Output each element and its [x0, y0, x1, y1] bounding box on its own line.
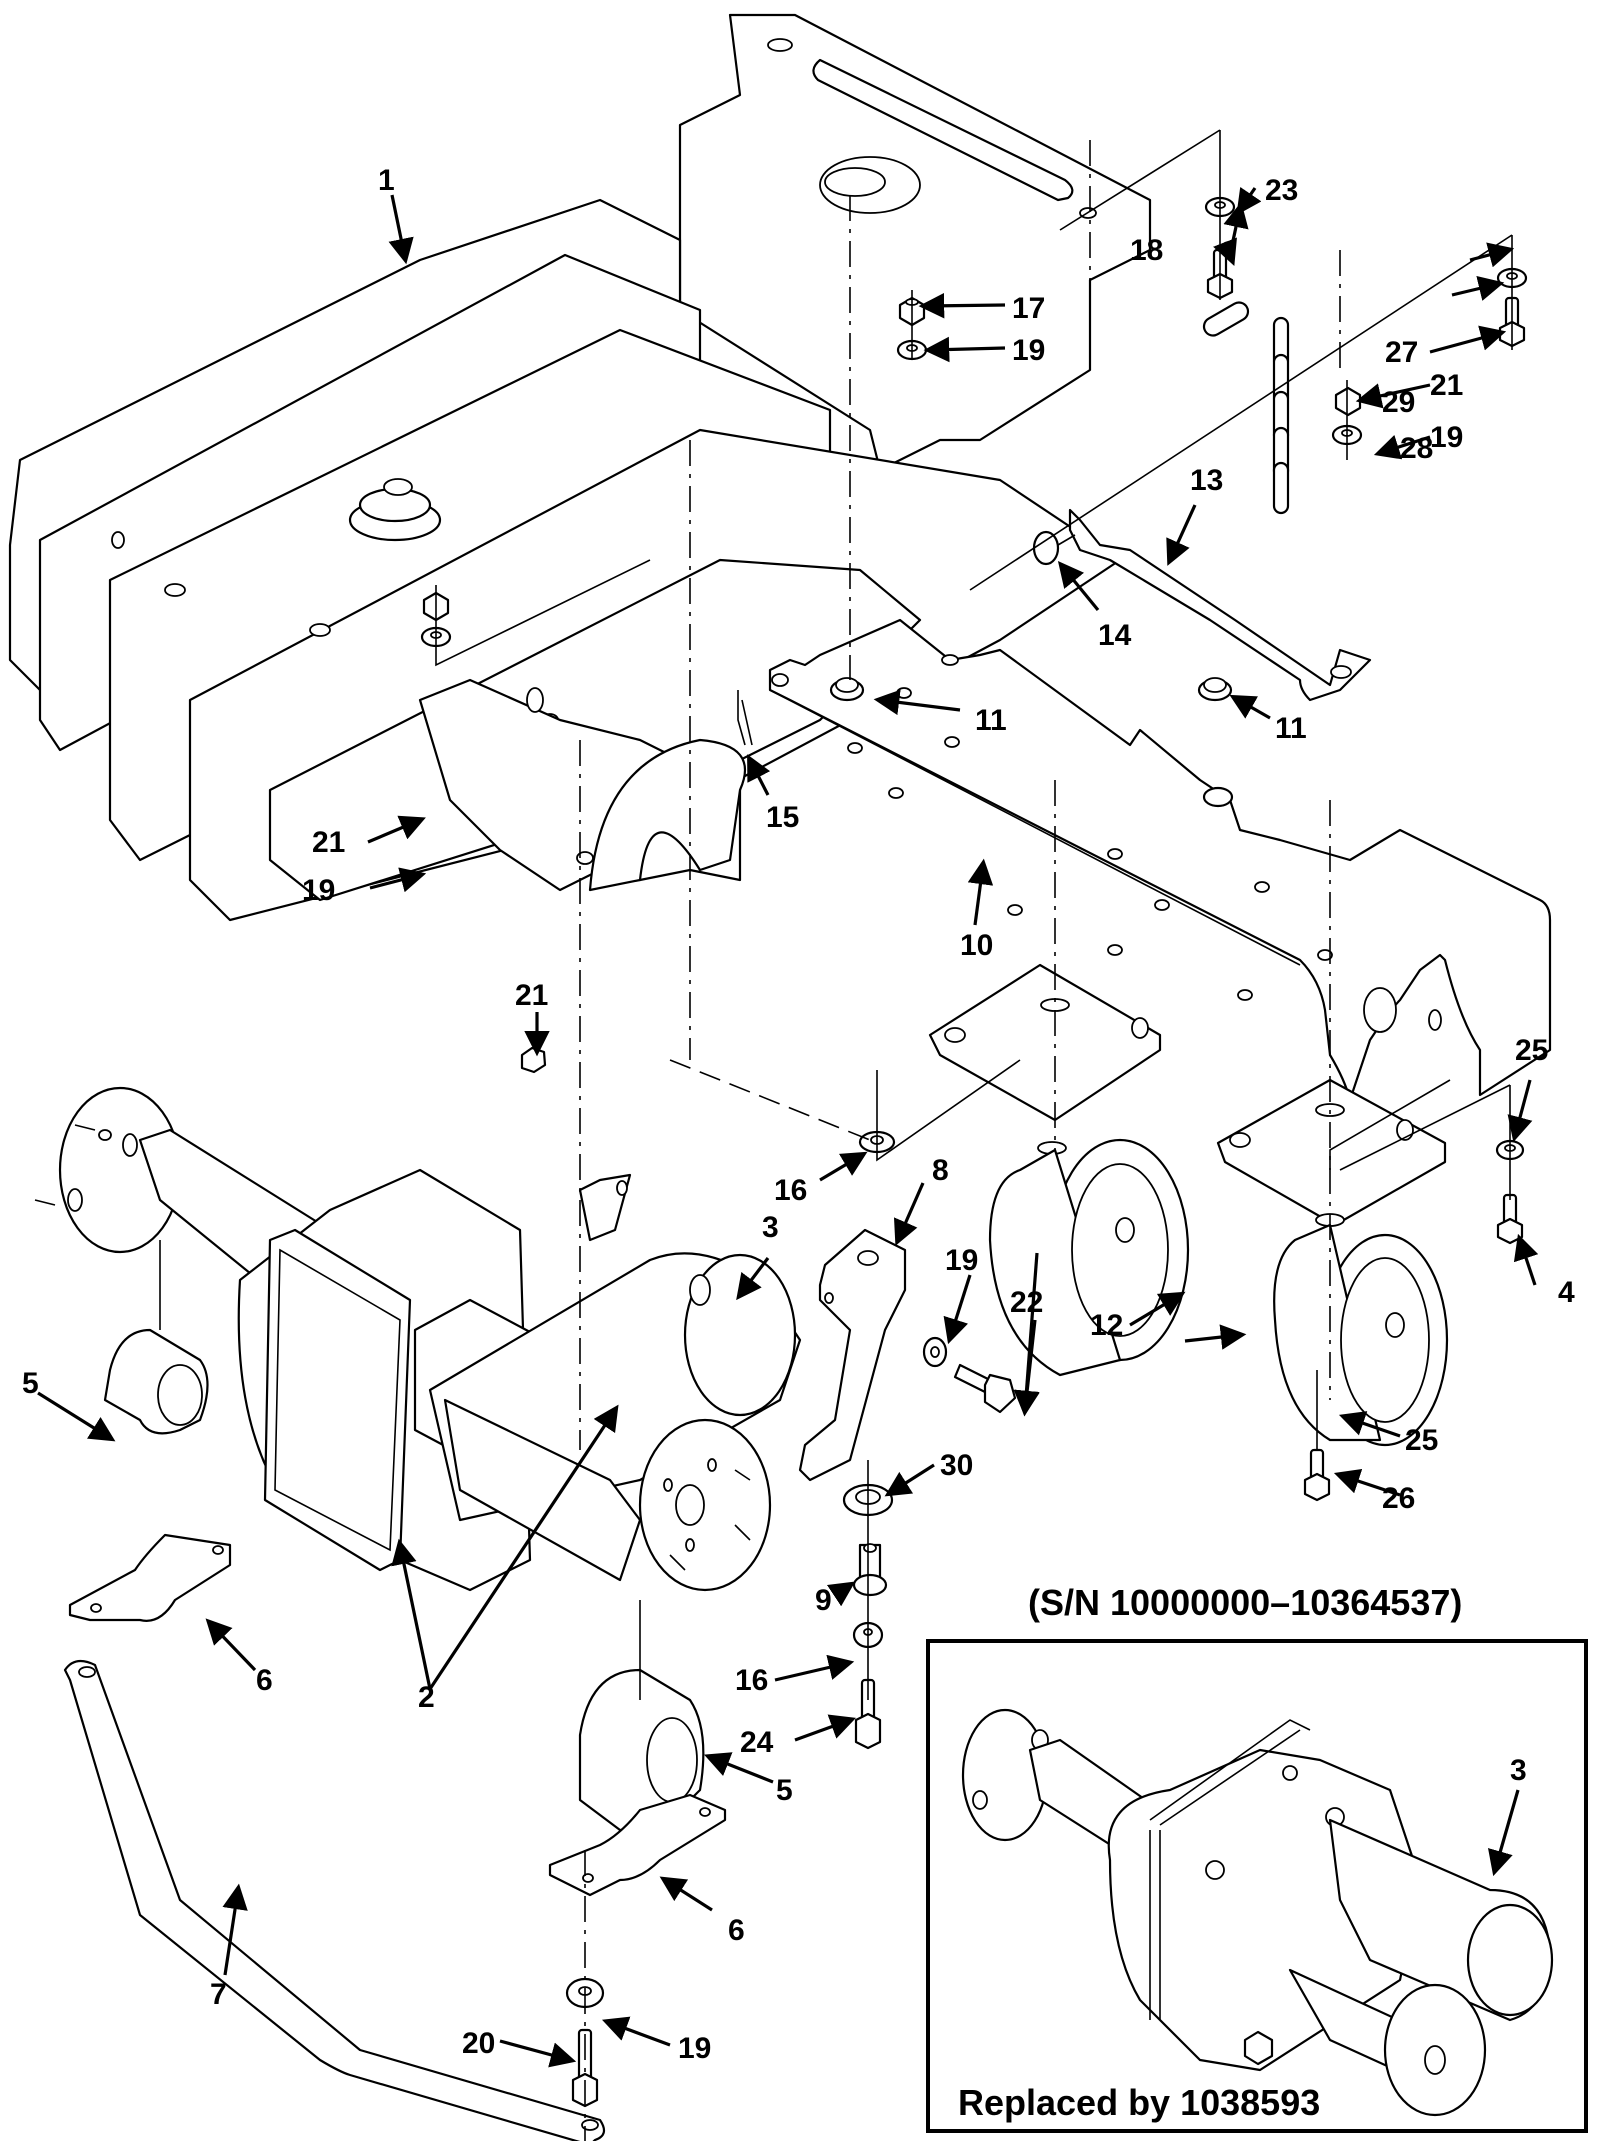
- callout-17: 17: [1012, 292, 1045, 325]
- strap-bracket: [1032, 508, 1372, 702]
- inset-replacement-note: Replaced by 1038593: [958, 2082, 1320, 2123]
- callout-25b: 25: [1405, 1424, 1438, 1457]
- callout-18: 18: [1130, 234, 1163, 267]
- callout-labels: 1 2 3 4 5 5 6 6 7 8 9 10 11 11 12 13 14 …: [22, 164, 1575, 2065]
- callout-30: 30: [940, 1449, 973, 1482]
- callout-20: 20: [462, 2027, 495, 2060]
- callout-26: 26: [1382, 1482, 1415, 1515]
- callout-5b: 5: [776, 1774, 793, 1807]
- callout-21a: 21: [1430, 369, 1463, 402]
- callout-23: 23: [1265, 174, 1298, 207]
- bushings-and-clamps: [68, 1328, 727, 1897]
- drive-unit: [34, 1086, 802, 1592]
- callout-19e: 19: [678, 2032, 711, 2065]
- inset-frame: [926, 1639, 1588, 2133]
- frame-assembly: [8, 13, 1152, 922]
- callout-21b: 21: [312, 826, 345, 859]
- callout-6b: 6: [728, 1914, 745, 1947]
- callout-7: 7: [210, 1978, 227, 2011]
- callout-22: 22: [1010, 1286, 1043, 1319]
- callout-29: 29: [1382, 386, 1415, 419]
- callout-21c: 21: [515, 979, 548, 1012]
- inset-panel: (S/N 10000000–10364537) 3 Replaced by 10…: [926, 1582, 1588, 2133]
- callout-15: 15: [766, 801, 799, 834]
- callout-13: 13: [1190, 464, 1223, 497]
- callout-6a: 6: [256, 1664, 273, 1697]
- chain: [1202, 301, 1290, 515]
- callout-16b: 16: [735, 1664, 768, 1697]
- assembly-lines: [159, 129, 1513, 2141]
- caster-plate: [768, 618, 1552, 1102]
- callout-28: 28: [1400, 432, 1433, 465]
- callout-11a: 11: [975, 704, 1007, 737]
- inset-drive-unit: [961, 1708, 1554, 2117]
- caster-wheels: [928, 963, 1449, 1447]
- callout-5a: 5: [22, 1367, 39, 1400]
- inset-callout-3: 3: [1510, 1754, 1527, 1787]
- callout-19d: 19: [945, 1244, 978, 1277]
- grommets: [829, 677, 1234, 808]
- callout-19b: 19: [1430, 421, 1463, 454]
- inset-title: (S/N 10000000–10364537): [1028, 1582, 1462, 1623]
- callout-4: 4: [1558, 1276, 1575, 1309]
- callout-27: 27: [1385, 336, 1418, 369]
- callout-14: 14: [1098, 619, 1132, 652]
- callout-16a: 16: [774, 1174, 807, 1207]
- callout-8: 8: [932, 1154, 949, 1187]
- callout-25a: 25: [1515, 1034, 1548, 1067]
- callout-1: 1: [378, 164, 395, 197]
- callout-12: 12: [1090, 1309, 1123, 1342]
- callout-10: 10: [960, 929, 993, 962]
- callout-2: 2: [418, 1681, 435, 1714]
- torque-arm: [63, 1659, 606, 2141]
- callout-24: 24: [740, 1726, 774, 1759]
- bracket: [798, 1228, 907, 1482]
- callout-9: 9: [815, 1584, 832, 1617]
- callout-19c: 19: [302, 874, 335, 907]
- callout-3: 3: [762, 1211, 779, 1244]
- callout-19a: 19: [1012, 334, 1045, 367]
- leader-arrows: [37, 186, 1539, 2068]
- callout-11b: 11: [1275, 712, 1307, 745]
